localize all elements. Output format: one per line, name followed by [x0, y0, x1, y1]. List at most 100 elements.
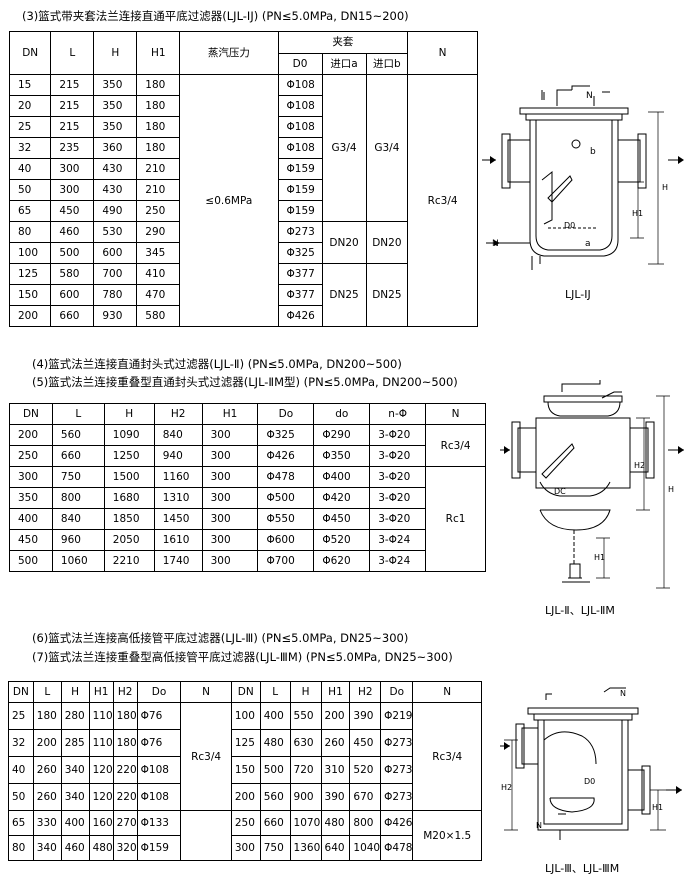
cell: Φ377: [277, 263, 323, 285]
cell: 210: [136, 179, 181, 201]
header-n-right: N: [412, 681, 482, 703]
cell: 300: [201, 487, 259, 509]
cell: 65: [8, 810, 34, 836]
cell: 500: [259, 756, 291, 784]
cell-inlet-b: G3/4: [365, 74, 409, 222]
cell: 200: [8, 305, 52, 327]
cell: 1090: [103, 424, 155, 446]
cell: 430: [93, 179, 138, 201]
cell: 120: [88, 783, 114, 811]
cell: 40: [8, 158, 52, 180]
cell: 1040: [349, 835, 382, 861]
cell: 260: [320, 729, 351, 757]
cell: 350: [9, 487, 53, 509]
cell-n: Rc1: [425, 466, 486, 572]
cell: 750: [259, 835, 291, 861]
header-dn-right: DN: [230, 681, 261, 703]
label-h1: H1: [594, 553, 605, 562]
header-n-phi: n-Φ: [369, 403, 427, 425]
cell: 580: [136, 305, 181, 327]
cell: 270: [112, 810, 138, 836]
label-n-bottom: N: [492, 239, 499, 249]
cell: Φ159: [136, 835, 182, 861]
cell: 780: [93, 284, 138, 306]
cell: 310: [320, 756, 351, 784]
cell-inlet-b: DN20: [365, 221, 409, 264]
cell: 3-Φ20: [369, 445, 427, 467]
cell: 50: [8, 179, 52, 201]
cell: 560: [51, 424, 105, 446]
cell: Φ550: [257, 508, 315, 530]
cell: 500: [50, 242, 95, 264]
cell: 180: [136, 116, 181, 138]
cell: 1070: [289, 810, 322, 836]
header-do-upper: Do: [257, 403, 315, 425]
cell: 280: [60, 702, 90, 730]
cell: 200: [32, 729, 62, 757]
cell: 110: [88, 702, 114, 730]
cell: 250: [9, 445, 53, 467]
cell: 120: [88, 756, 114, 784]
cell: Φ325: [277, 242, 323, 264]
cell: 430: [93, 158, 138, 180]
cell: Φ133: [136, 810, 182, 836]
section3-title-2: (7)篮式法兰连接重叠型高低接管平底过滤器(LJL-ⅢM) (PN≤5.0MPa…: [32, 650, 453, 664]
cell: 400: [60, 810, 90, 836]
cell: 25: [8, 116, 52, 138]
cell: 250: [230, 810, 261, 836]
cell: Φ520: [313, 529, 371, 551]
cell: 300: [50, 158, 95, 180]
cell-n: Rc3/4: [407, 74, 478, 327]
cell: 3-Φ20: [369, 508, 427, 530]
cell: 400: [259, 702, 291, 730]
cell: 300: [230, 835, 261, 861]
cell: 450: [50, 200, 95, 222]
cell: 300: [9, 466, 53, 488]
cell: 20: [8, 95, 52, 117]
ljl-ij-drawing: N b a D0 H1 H N: [482, 85, 684, 270]
header-do-lower: do: [313, 403, 371, 425]
cell: 215: [50, 74, 95, 96]
cell: 640: [320, 835, 351, 861]
cell: 940: [153, 445, 203, 467]
cell: 450: [9, 529, 53, 551]
cell: 1250: [103, 445, 155, 467]
cell: Φ108: [277, 74, 323, 96]
cell: 390: [320, 783, 351, 811]
cell: 320: [112, 835, 138, 861]
cell: 32: [8, 729, 34, 757]
cell: 550: [289, 702, 322, 730]
cell: 960: [51, 529, 105, 551]
cell: 1680: [103, 487, 155, 509]
cell: Φ159: [277, 200, 323, 222]
cell: 530: [93, 221, 138, 243]
label-n-bottom: N: [536, 821, 542, 830]
cell: 125: [230, 729, 261, 757]
cell: 900: [289, 783, 322, 811]
cell: 2210: [103, 550, 155, 572]
cell: 180: [112, 729, 138, 757]
header-jacket: 夹套: [277, 31, 409, 54]
cell: 220: [112, 756, 138, 784]
cell: 150: [8, 284, 52, 306]
header-dn: DN: [8, 31, 52, 75]
label-n-top: N: [586, 91, 593, 101]
cell: Φ273: [380, 756, 414, 784]
label-dc: DC: [554, 487, 566, 496]
cell: 480: [320, 810, 351, 836]
label-d0: D0: [584, 777, 595, 786]
cell: Φ108: [277, 95, 323, 117]
cell-steam-pressure: ≤0.6MPa: [179, 74, 279, 327]
ljl-iii-drawing: N H2 D0 H1 N: [500, 687, 682, 840]
cell: Φ478: [380, 835, 414, 861]
cell: 250: [136, 200, 181, 222]
cell: 400: [9, 508, 53, 530]
cell: 1160: [153, 466, 203, 488]
